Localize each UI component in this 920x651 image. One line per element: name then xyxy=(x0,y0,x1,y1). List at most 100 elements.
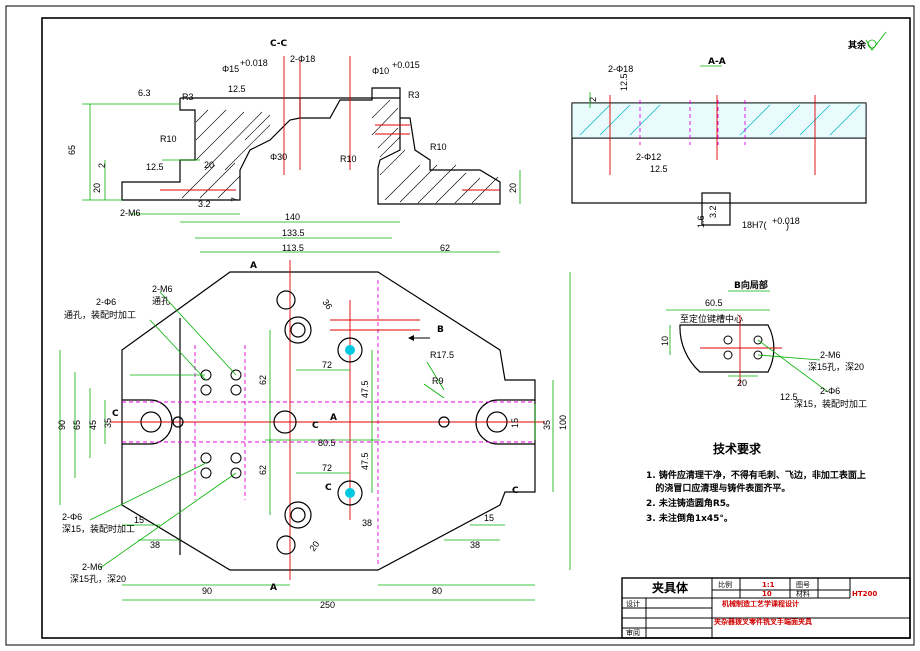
aa-1-6: 1.6 xyxy=(696,215,706,228)
plan-36: 36 xyxy=(320,297,334,311)
view-b-keyway-center: 至定位键槽中心 xyxy=(680,313,743,324)
tech-req-2: 2. 未注铸造圆角R5。 xyxy=(646,497,735,509)
dim-2: 2 xyxy=(97,163,107,168)
plan-15-left: 15 xyxy=(134,515,144,525)
plan-35-right: 35 xyxy=(542,420,552,430)
callout-2m6-b: 2-M6 xyxy=(82,562,103,572)
plan-38-right: 38 xyxy=(470,540,480,550)
tech-req-1a: 1. 铸件应清理干净，不得有毛刺、飞边，非加工表面上 xyxy=(646,469,866,481)
tech-req-title: 技术要求 xyxy=(713,441,762,456)
plan-label-c-left: C xyxy=(112,409,119,419)
plan-90: 90 xyxy=(202,586,212,596)
plan-133-5: 133.5 xyxy=(282,228,305,238)
plan-62-upper: 62 xyxy=(258,375,268,385)
tb-design-label: 设计 xyxy=(626,599,640,608)
aa-close: ) xyxy=(786,221,789,231)
tb-project-line1: 机械制造工艺学课程设计 xyxy=(722,599,799,608)
tb-part-name: 夹具体 xyxy=(652,580,689,595)
label-phi10-tol: +0.015 xyxy=(392,60,420,70)
callout-depth15-assembly: 深15，装配时加工 xyxy=(62,523,135,534)
plan-label-a-top: A xyxy=(250,261,257,271)
label-phi10: Φ10 xyxy=(372,66,389,76)
plan-38: 38 xyxy=(362,518,372,528)
callout-through-assembly: 通孔，装配时加工 xyxy=(64,309,136,320)
view-b-depth15-assembly: 深15，装配时加工 xyxy=(794,398,867,409)
label-r3: R3 xyxy=(182,92,194,102)
plan-15-right: 15 xyxy=(484,513,494,523)
label-2phi18: 2-Φ18 xyxy=(290,54,315,64)
outer-border xyxy=(5,5,915,646)
dim-20-left: 20 xyxy=(92,183,102,193)
dim-2m6: 2-M6 xyxy=(120,208,141,218)
tb-material-value: HT200 xyxy=(852,590,877,598)
plan-113-5: 113.5 xyxy=(282,243,304,253)
plan-r17-5: R17.5 xyxy=(430,350,454,360)
label-r3b: R3 xyxy=(408,90,420,100)
label-r10c: R10 xyxy=(430,142,447,152)
section-aa: A-A 2-Φ18 2 12.5 2-Φ12 12.5 3.2 1.6 18H7… xyxy=(571,57,867,231)
plan-62-lower: 62 xyxy=(258,465,268,475)
label-phi30: Φ30 xyxy=(270,152,287,162)
dim-65: 65 xyxy=(67,145,77,155)
plan-47-5-upper: 47.5 xyxy=(360,380,370,398)
plan-15-slot: 15 xyxy=(510,418,520,428)
plan-35-left: 35 xyxy=(103,418,113,428)
plan-20: 20 xyxy=(307,539,321,553)
plan-47-5-lower: 47.5 xyxy=(360,452,370,470)
plan-72-top: 72 xyxy=(322,360,332,370)
roughness-other: 其余 xyxy=(848,31,887,51)
callout-2m6-a: 2-M6 xyxy=(152,284,173,294)
section-cc-title: C-C xyxy=(270,39,288,49)
dim-12-5: 12.5 xyxy=(146,162,164,172)
aa-tol: +0.018 xyxy=(772,216,800,226)
plan-label-a-center: A xyxy=(330,413,337,423)
dim-7: 7 xyxy=(230,197,240,202)
view-b-depth15-20: 深15孔，深20 xyxy=(808,362,864,372)
label-r10: R10 xyxy=(160,134,177,144)
aa-18h7: 18H7( xyxy=(742,220,767,230)
aa-3-2: 3.2 xyxy=(708,205,718,218)
roughness-label: 其余 xyxy=(848,39,867,51)
aa-2: 2 xyxy=(588,97,598,102)
label-phi15-tol: +0.018 xyxy=(240,58,268,68)
aa-2phi12: 2-Φ12 xyxy=(636,152,661,162)
plan-100: 100 xyxy=(558,415,568,430)
view-b-20: 20 xyxy=(737,378,747,388)
plan-r9: R9 xyxy=(432,376,444,386)
tech-req-3: 3. 未注倒角1x45°。 xyxy=(646,512,733,524)
plan-label-c-right: C xyxy=(512,486,519,496)
section-cc: C-C xyxy=(67,39,521,218)
plan-label-a-bottom: A xyxy=(270,583,277,593)
view-b-2m6: 2-M6 xyxy=(820,350,841,360)
plan-label-c-center: C xyxy=(312,421,319,431)
tb-scale-label: 比例 xyxy=(718,580,732,589)
section-aa-title: A-A xyxy=(708,57,726,67)
plan-250: 250 xyxy=(320,600,335,610)
label-12-5: 12.5 xyxy=(228,84,246,94)
aa-12-5b: 12.5 xyxy=(650,164,668,174)
plan-80: 80 xyxy=(432,586,442,596)
dim-20-right: 20 xyxy=(508,183,518,193)
plan-view: 140 133.5 113.5 62 72 62 80.5 62 72 47.5… xyxy=(57,212,571,610)
dim-3-2: 3.2 xyxy=(198,199,211,209)
label-phi15: Φ15 xyxy=(222,64,239,74)
callout-depth15-20: 深15孔，深20 xyxy=(70,574,126,584)
inner-frame xyxy=(41,17,911,639)
plan-65: 65 xyxy=(72,420,82,430)
tech-req-1b: 的浇冒口应清理与铸件表面齐平。 xyxy=(646,482,790,494)
title-block xyxy=(621,577,911,639)
tb-material-label: 材料 xyxy=(796,589,810,598)
view-b: B向局部 60.5 至定位键槽中心 10 20 2-M6 深15孔，深20 2-… xyxy=(660,279,867,409)
dim-20-mid: 20 xyxy=(204,160,214,170)
view-b-2phi6: 2-Φ6 xyxy=(820,386,840,396)
plan-90-v: 90 xyxy=(57,420,67,430)
view-b-60-5: 60.5 xyxy=(705,298,723,308)
view-b-10: 10 xyxy=(660,336,670,346)
tb-review-label: 审阅 xyxy=(626,628,640,637)
view-b-title: B向局部 xyxy=(734,279,768,291)
plan-140: 140 xyxy=(285,212,300,222)
label-r10b: R10 xyxy=(340,154,357,164)
plan-label-b: B xyxy=(437,325,444,335)
plan-38-left: 38 xyxy=(150,540,160,550)
tb-drawing-no-label: 图号 xyxy=(796,581,810,589)
